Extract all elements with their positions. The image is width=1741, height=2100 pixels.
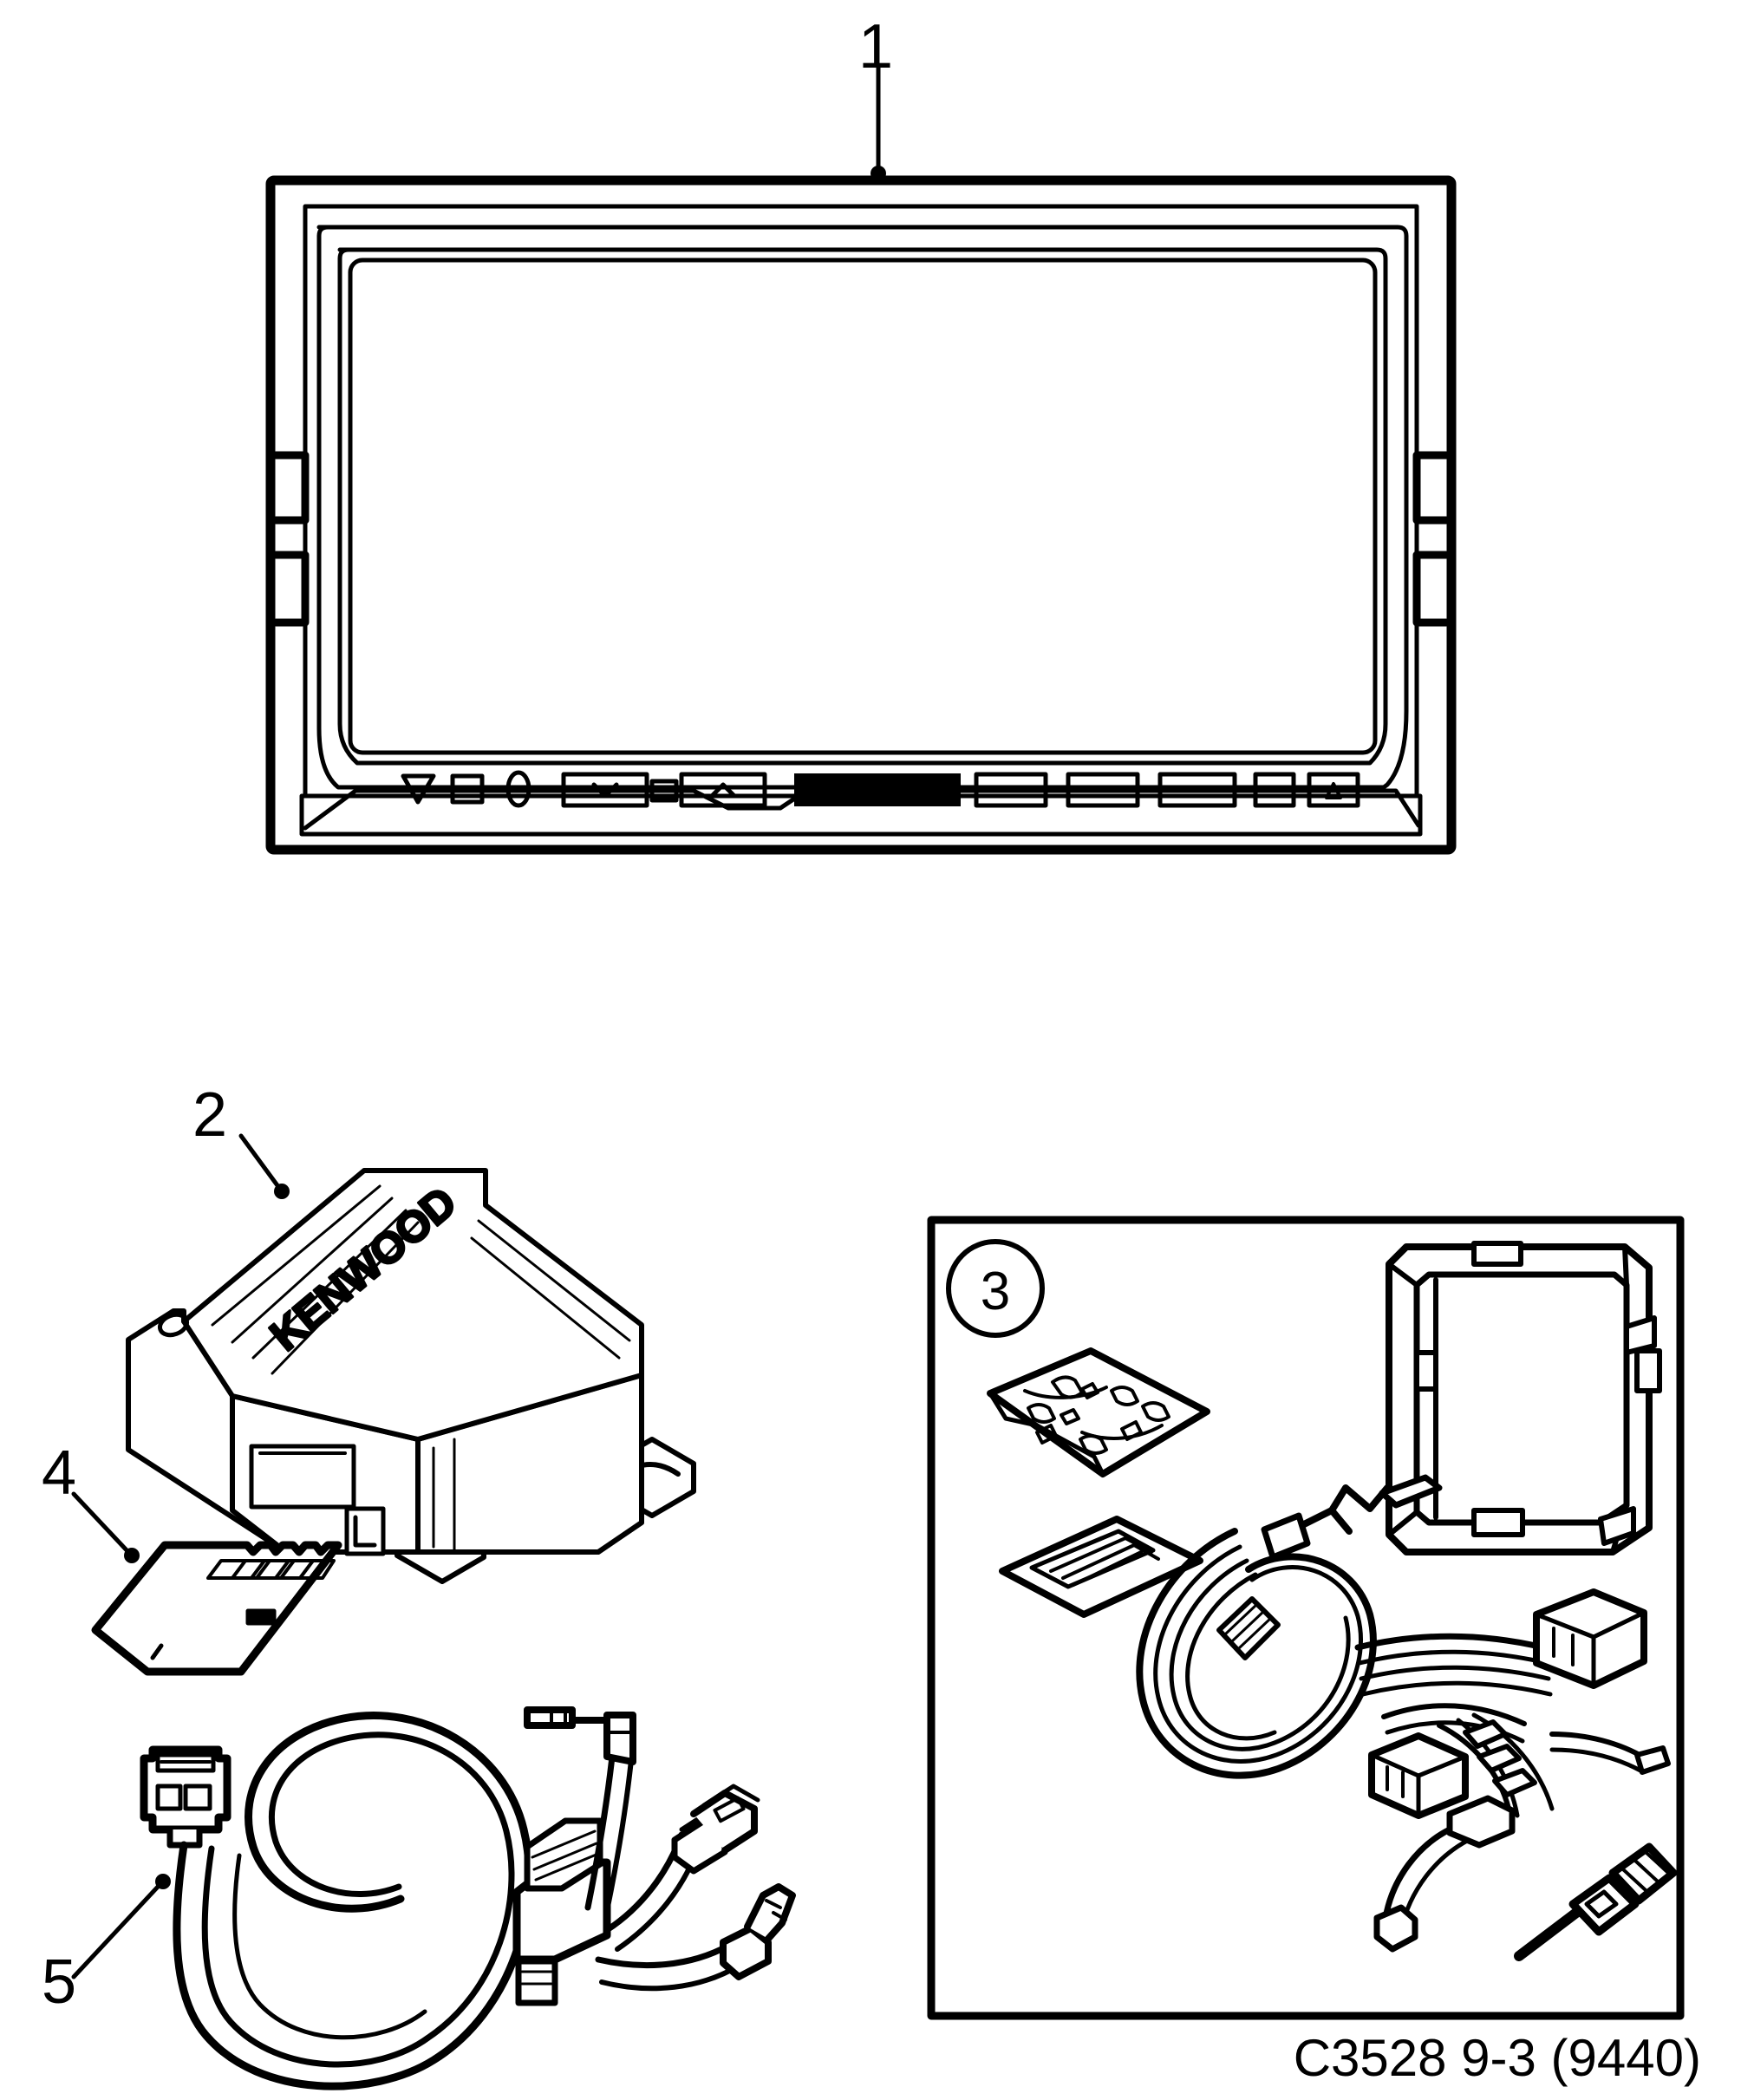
callout-leader-2 bbox=[238, 1133, 290, 1199]
callout-leader-4 bbox=[71, 1491, 140, 1563]
antenna-adapter-illustration bbox=[1514, 1842, 1678, 1961]
screw-bag-illustration bbox=[987, 1347, 1210, 1477]
callout-leader-5 bbox=[71, 1874, 171, 1979]
wiring-harness-illustration bbox=[1136, 1474, 1671, 1953]
callout-label-1: 1 bbox=[858, 12, 893, 82]
callout-badge-3 bbox=[946, 1239, 1045, 1338]
kenwood-logo-head-unit: KENWOOD bbox=[794, 772, 962, 809]
head-unit-illustration: KENWOOD bbox=[265, 175, 1457, 855]
amplifier-illustration: KENWOOD bbox=[126, 1168, 696, 1584]
callout-label-3: 3 bbox=[981, 1262, 1010, 1321]
installation-kit-box-illustration bbox=[927, 1216, 1685, 2020]
callout-label-5: 5 bbox=[42, 1947, 76, 2017]
svg-text:KENWOOD: KENWOOD bbox=[796, 772, 960, 808]
trim-bezel-frame-illustration bbox=[1386, 1241, 1662, 1555]
sd-memory-card-illustration bbox=[91, 1541, 342, 1676]
ipod-interface-cable-illustration bbox=[140, 1706, 796, 2090]
sheet-caption: C3528 9-3 (9440) bbox=[1294, 2029, 1701, 2087]
head-unit-button-row bbox=[401, 770, 1360, 808]
callout-label-2: 2 bbox=[192, 1080, 227, 1150]
callout-label-4: 4 bbox=[42, 1438, 76, 1508]
extraction-keys-illustration bbox=[999, 1516, 1203, 1618]
callout-leader-1 bbox=[870, 65, 886, 181]
